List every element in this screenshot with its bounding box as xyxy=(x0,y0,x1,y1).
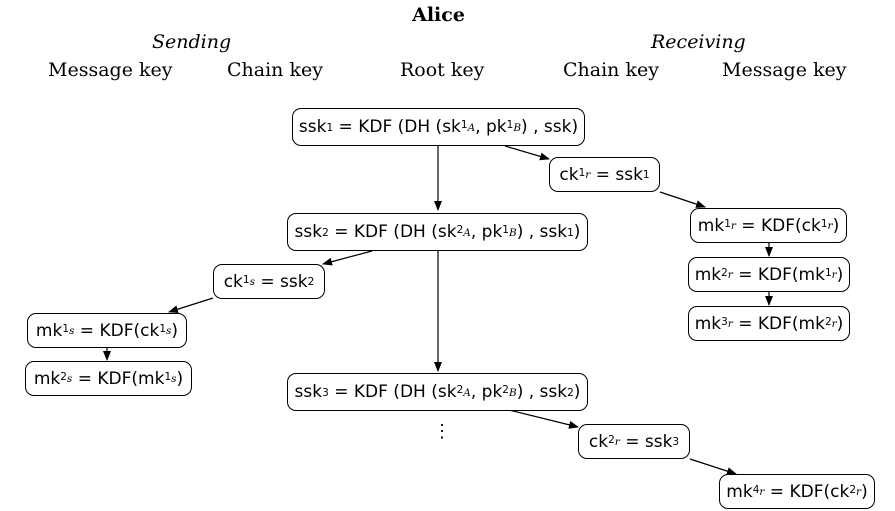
diagram-title: Alice xyxy=(412,4,465,26)
arrow-ssk2-to-cks1 xyxy=(322,250,373,266)
arrow-ckr1-to-mkr1 xyxy=(659,191,706,208)
column-header-receiving-chain-key: Chain key xyxy=(563,59,659,81)
sending-section-label: Sending xyxy=(152,31,232,53)
column-header-receiving-message-key: Message key xyxy=(722,59,847,81)
continuation-ellipsis: ⋮ xyxy=(433,421,451,442)
column-header-sending-chain-key: Chain key xyxy=(227,59,323,81)
arrow-cks1-to-mks1 xyxy=(168,297,214,314)
arrow-ssk3-to-ckr2 xyxy=(504,408,579,429)
column-header-root-key: Root key xyxy=(400,59,485,81)
arrow-ssk1-to-ckr1 xyxy=(504,145,550,161)
arrow-ckr2-to-mkr4 xyxy=(689,458,737,476)
receiving-section-label: Receiving xyxy=(651,31,746,53)
column-header-sending-message-key: Message key xyxy=(48,59,173,81)
